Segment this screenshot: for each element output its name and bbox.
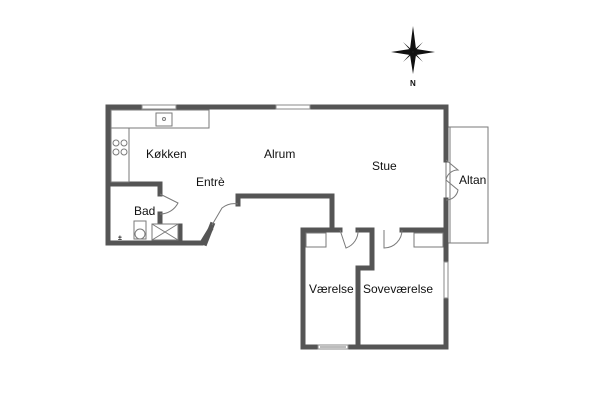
compass-icon: N (391, 26, 435, 88)
doors (159, 159, 460, 249)
label-balcony: Altan (459, 173, 486, 187)
closet-bedroom (413, 232, 444, 248)
walls (105, 104, 449, 350)
label-bedroom: Soveværelse (363, 282, 433, 296)
label-hall: Entrè (196, 175, 225, 189)
window-living-room (275, 104, 311, 110)
room-labels: Køkken Alrum Entrè Stue Altan Bad Værels… (134, 147, 486, 296)
label-room: Værelse (309, 282, 354, 296)
window-kitchen (141, 104, 177, 110)
label-bathroom: Bad (134, 204, 155, 218)
balcony-outline (445, 126, 489, 244)
closet-room (305, 232, 327, 248)
compass-north-label: N (410, 79, 416, 88)
label-lounge: Stue (372, 159, 397, 173)
kitchen-counter (110, 109, 210, 183)
bathroom-fixtures: ± (118, 220, 179, 242)
windows (141, 104, 449, 350)
window-bedroom (443, 261, 449, 299)
svg-text:±: ± (118, 235, 122, 242)
label-living-room: Alrum (264, 147, 295, 161)
label-kitchen: Køkken (146, 147, 187, 161)
